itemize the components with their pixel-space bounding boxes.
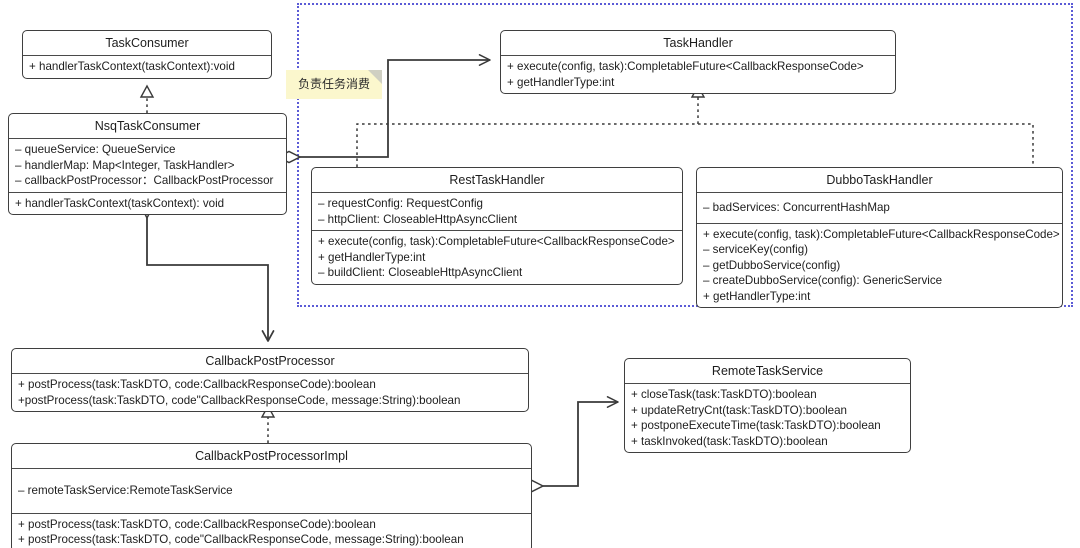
annotation-note-text: 负责任务消费	[297, 77, 370, 91]
class-box-nsq-task-consumer[interactable]: NsqTaskConsumer – queueService: QueueSer…	[8, 113, 287, 215]
edge-nsq-aggregates-callbackpostprocessor	[140, 194, 275, 342]
method-line: + postProcess(task:TaskDTO, code:Callbac…	[18, 517, 376, 531]
method-line: + updateRetryCnt(task:TaskDTO):boolean	[631, 403, 847, 417]
method-line: + getHandlerType:int	[507, 75, 615, 89]
class-title-dubbo-task-handler: DubboTaskHandler	[826, 173, 933, 187]
class-title-callback-post-processor-impl: CallbackPostProcessorImpl	[195, 449, 348, 463]
method-line: + handlerTaskContext(taskContext): void	[15, 196, 225, 210]
class-title-remote-task-service: RemoteTaskService	[711, 364, 824, 378]
method-line: – getDubboService(config)	[703, 258, 841, 272]
attributes-compartment-dubbo-task-handler: – badServices: ConcurrentHashMap	[697, 192, 1062, 223]
annotation-note[interactable]: 负责任务消费	[286, 70, 382, 99]
attributes-compartment-callback-post-processor-impl: – remoteTaskService:RemoteTaskService	[12, 468, 531, 513]
edge-nsq-implements-taskconsumer	[139, 84, 155, 113]
class-box-callback-post-processor[interactable]: CallbackPostProcessor + postProcess(task…	[11, 348, 529, 412]
attribute-line: – httpClient: CloseableHttpAsyncClient	[318, 212, 518, 226]
method-line: – buildClient: CloseableHttpAsyncClient	[318, 266, 523, 279]
attributes-compartment-nsq-task-consumer: – queueService: QueueService – handlerMa…	[9, 138, 286, 192]
class-box-rest-task-handler[interactable]: RestTaskHandler – requestConfig: Request…	[311, 167, 683, 285]
class-box-dubbo-task-handler[interactable]: DubboTaskHandler – badServices: Concurre…	[696, 167, 1063, 308]
class-box-task-handler[interactable]: TaskHandler + execute(config, task):Comp…	[500, 30, 896, 94]
method-line: + execute(config, task):CompletableFutur…	[507, 60, 864, 73]
method-line: + taskInvoked(task:TaskDTO):boolean	[631, 434, 828, 448]
methods-compartment-callback-post-processor-impl: + postProcess(task:TaskDTO, code:Callbac…	[12, 512, 531, 548]
method-line: + postProcess(task:TaskDTO, code:Callbac…	[18, 378, 376, 391]
method-line: + postponeExecuteTime(task:TaskDTO):bool…	[631, 419, 881, 432]
class-box-remote-task-service[interactable]: RemoteTaskService + closeTask(task:TaskD…	[624, 358, 911, 453]
method-line: + closeTask(task:TaskDTO):boolean	[631, 388, 817, 401]
method-line: + postProcess(task:TaskDTO, code"Callbac…	[18, 533, 464, 546]
note-fold-icon	[368, 70, 382, 84]
class-title-task-consumer: TaskConsumer	[105, 36, 189, 50]
method-line: – serviceKey(config)	[703, 243, 809, 256]
method-line: + getHandlerType:int	[318, 250, 426, 264]
methods-compartment-callback-post-processor: + postProcess(task:TaskDTO, code:Callbac…	[12, 373, 528, 411]
edge-impl-aggregates-remotetaskservice	[519, 396, 619, 493]
attribute-line: – requestConfig: RequestConfig	[318, 197, 483, 210]
attributes-compartment-rest-task-handler: – requestConfig: RequestConfig – httpCli…	[312, 192, 682, 230]
methods-compartment-dubbo-task-handler: + execute(config, task):CompletableFutur…	[697, 222, 1062, 308]
class-title-task-handler: TaskHandler	[663, 36, 733, 50]
methods-compartment-remote-task-service: + closeTask(task:TaskDTO):boolean + upda…	[625, 383, 910, 452]
method-line: + handlerTaskContext(taskContext):void	[29, 60, 235, 73]
methods-compartment-task-handler: + execute(config, task):CompletableFutur…	[501, 55, 895, 93]
attribute-line: – handlerMap: Map<Integer, TaskHandler>	[15, 158, 235, 172]
class-title-nsq-task-consumer: NsqTaskConsumer	[94, 119, 201, 133]
methods-compartment-nsq-task-consumer: + handlerTaskContext(taskContext): void	[9, 191, 286, 215]
method-line: +postProcess(task:TaskDTO, code"Callback…	[18, 393, 461, 407]
attribute-line: – badServices: ConcurrentHashMap	[703, 201, 890, 214]
methods-compartment-task-consumer: + handlerTaskContext(taskContext):void	[23, 55, 271, 78]
class-box-task-consumer[interactable]: TaskConsumer + handlerTaskContext(taskCo…	[22, 30, 272, 79]
method-line: + getHandlerType:int	[703, 289, 811, 303]
attribute-line: – callbackPostProcessor：CallbackPostProc…	[15, 174, 274, 187]
methods-compartment-rest-task-handler: + execute(config, task):CompletableFutur…	[312, 230, 682, 284]
attribute-line: – remoteTaskService:RemoteTaskService	[18, 484, 233, 497]
method-line: – createDubboService(config): GenericSer…	[703, 274, 943, 287]
method-line: + execute(config, task):CompletableFutur…	[703, 227, 1060, 241]
class-title-callback-post-processor: CallbackPostProcessor	[205, 354, 335, 368]
class-title-rest-task-handler: RestTaskHandler	[449, 173, 545, 187]
attribute-line: – queueService: QueueService	[15, 143, 176, 156]
class-box-callback-post-processor-impl[interactable]: CallbackPostProcessorImpl – remoteTaskSe…	[11, 443, 532, 548]
method-line: + execute(config, task):CompletableFutur…	[318, 235, 675, 248]
